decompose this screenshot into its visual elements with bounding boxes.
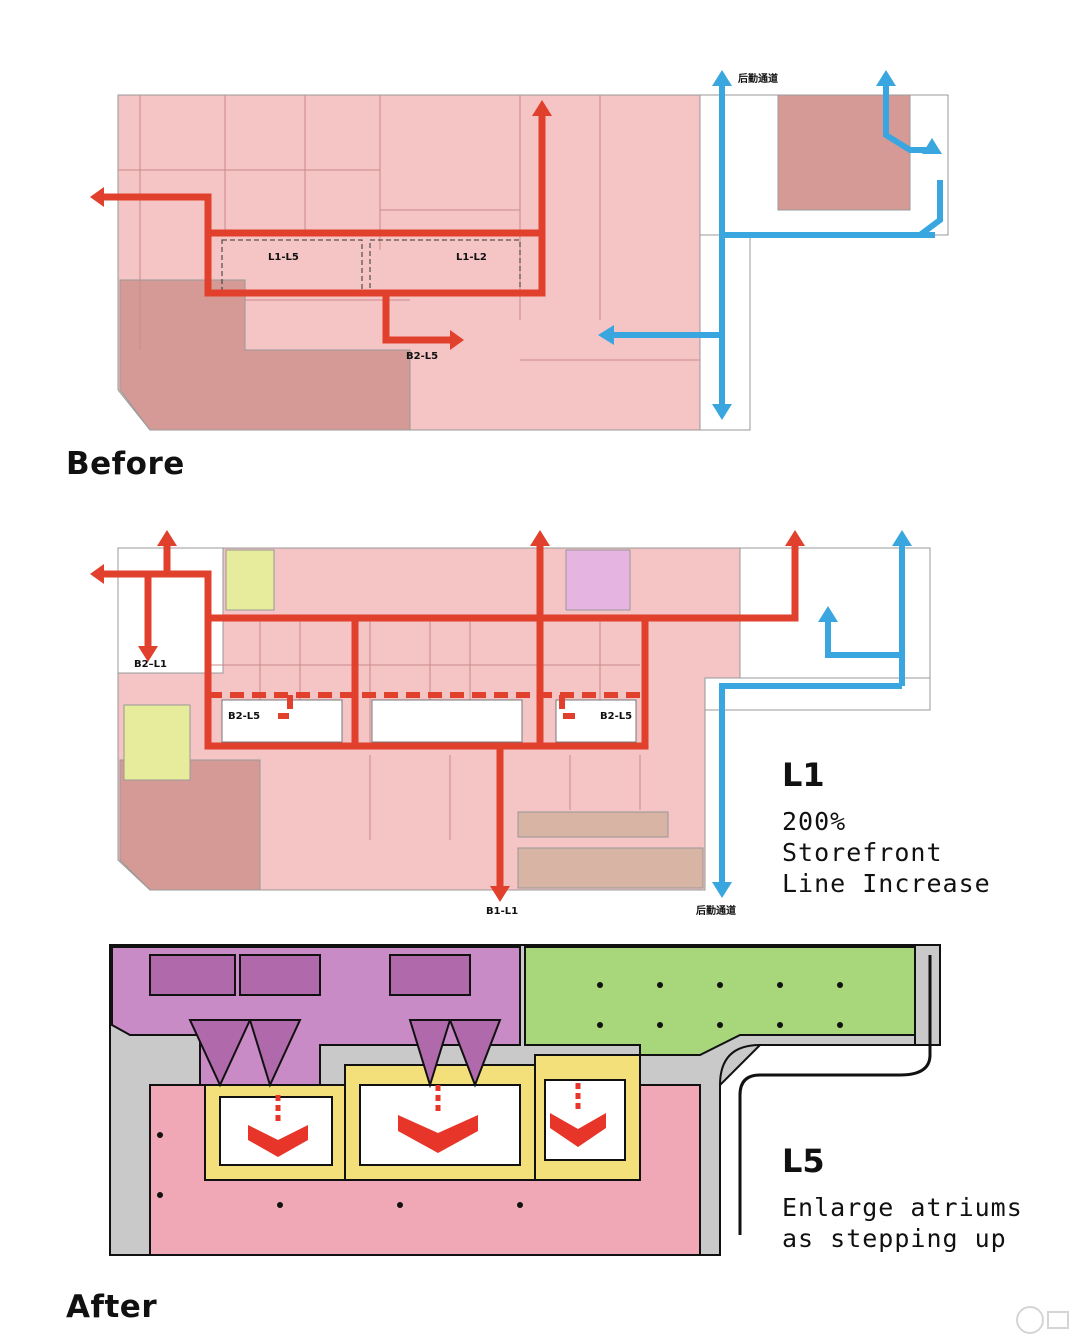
arrow-up-icon: [785, 530, 805, 546]
l1-atrium-3: [555, 699, 637, 743]
l5-sketch-panel: [0, 935, 1080, 1280]
l1-green-unit-1: [225, 549, 275, 611]
l5-note-line-2: as stepping up: [782, 1224, 1007, 1253]
chevron-down-icon: [550, 1113, 606, 1147]
l1-label-b2-l5-right: B2-L5: [600, 711, 633, 722]
after-heading: After: [66, 1289, 158, 1325]
arrow-left-icon: [598, 325, 614, 345]
arrow-up-icon: [532, 100, 552, 116]
l1-east-corridor: [704, 677, 931, 711]
l1-note-line-2: Storefront: [782, 838, 943, 867]
before-label-back-passage: 后勤通道: [738, 74, 778, 85]
l1-label-b1-l1: B1-L1: [486, 906, 519, 917]
arrow-down-icon: [490, 886, 510, 902]
l1-note: 200% Storefront Line Increase: [782, 806, 991, 899]
l1-circulation-red: [100, 542, 799, 890]
l5-note-line-1: Enlarge atriums: [782, 1193, 1023, 1222]
arrow-up-icon: [922, 138, 942, 154]
arrow-up-icon: [530, 530, 550, 546]
l1-note-line-1: 200%: [782, 807, 847, 836]
l1-atrium-1: [221, 699, 343, 743]
l5-east-ramp: [738, 955, 932, 1235]
l1-floor-plan: [90, 530, 931, 902]
before-circulation-red: [100, 115, 546, 344]
chevron-down-icon: [398, 1115, 478, 1153]
l1-label-back-passage: 后勤通道: [696, 906, 736, 917]
before-east-anchor: [777, 94, 911, 211]
l1-plan-panel: B2–L1 B2-L5 B2-L5 B1-L1 后勤通道: [0, 520, 1080, 930]
l1-circulation-red-dashed: [208, 692, 645, 719]
arrow-up-icon: [712, 70, 732, 86]
l1-violet-unit: [565, 549, 631, 611]
arrow-left-icon: [90, 187, 104, 207]
l1-note-line-3: Line Increase: [782, 869, 991, 898]
before-plan-panel: 后勤通道 L1-L5 L1-L2 B2-L5: [0, 60, 1080, 440]
l1-kiosk-row: [517, 811, 704, 889]
before-circulation-blue: [612, 82, 943, 408]
l5-expansion-arrows: [248, 1113, 606, 1157]
arrow-up-icon: [157, 530, 177, 546]
before-heading: Before: [66, 446, 185, 482]
chevron-down-icon: [248, 1125, 308, 1157]
arrow-up-icon: [892, 530, 912, 546]
l5-title: L5: [782, 1142, 825, 1180]
l1-label-b2-l1: B2–L1: [134, 659, 167, 670]
l1-anchor-tenant: [119, 759, 261, 891]
l1-label-b2-l5-left: B2-L5: [228, 711, 261, 722]
l5-note: Enlarge atriums as stepping up: [782, 1192, 1023, 1254]
l1-green-unit-2: [123, 704, 191, 781]
l1-circulation-blue: [719, 542, 905, 885]
watermark-logo: [1016, 1306, 1069, 1334]
arrow-down-icon: [712, 882, 732, 898]
l5-expansion-stems: [275, 1083, 581, 1125]
l1-title: L1: [782, 756, 825, 794]
arrow-down-icon: [138, 646, 158, 662]
l5-skylights: [149, 954, 502, 1089]
arrow-right-icon: [450, 330, 464, 350]
before-mall-footprint: [117, 94, 701, 431]
before-label-l1-l5: L1-L5: [268, 252, 299, 263]
arrow-down-icon: [712, 404, 732, 420]
l5-column-dots: [157, 982, 843, 1208]
arrow-up-icon: [876, 70, 896, 86]
before-label-b2-l5: B2-L5: [406, 351, 439, 362]
arrow-left-icon: [90, 564, 104, 584]
l5-sketch-plan: [109, 944, 941, 1256]
arrow-up-icon: [818, 606, 838, 622]
before-label-l1-l2: L1-L2: [456, 252, 487, 263]
l1-atrium-2: [371, 699, 523, 743]
before-floor-plan: [90, 70, 949, 431]
before-shop-partitions: [118, 95, 700, 361]
